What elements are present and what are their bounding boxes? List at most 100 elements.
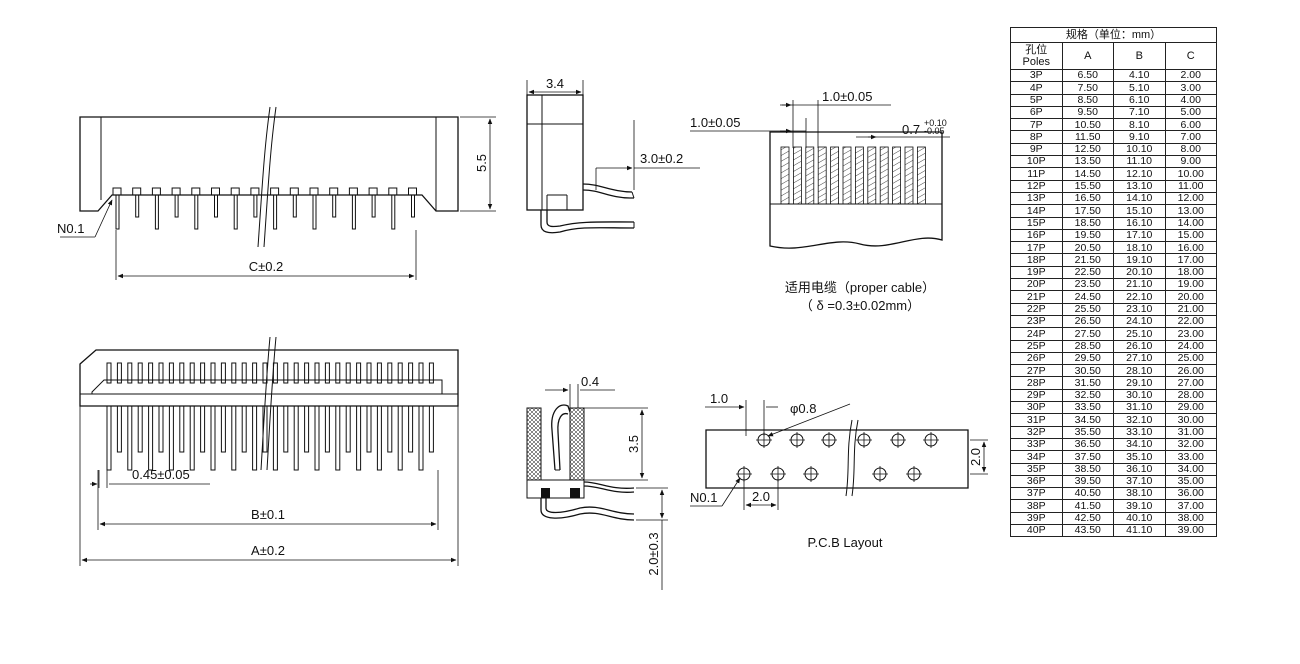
pin-lower [106,405,112,471]
pcb-hole-center [803,466,819,482]
cell-c: 3.00 [1164,81,1217,95]
pin-upper [397,362,403,384]
pin-upper [283,362,289,384]
cell-c: 19.00 [1164,278,1217,292]
pcb-hole-center [789,432,805,448]
cell-b: 19.10 [1113,253,1166,267]
cell-a: 20.50 [1061,241,1114,255]
cell-a: 29.50 [1061,351,1114,366]
pin-contact [191,187,201,196]
pin-lower [283,405,289,453]
cell-c: 34.00 [1164,462,1217,476]
cell-poles: 13P [1010,191,1063,206]
pin-contact [151,187,161,196]
pin-lead [115,195,120,230]
cell-poles: 11P [1010,167,1063,181]
cable-conductor [867,146,877,205]
cell-b: 7.10 [1113,105,1166,120]
pin-upper [335,362,341,384]
cell-c: 39.00 [1164,523,1217,538]
pin-lower [428,405,434,453]
pcb-n01-label: N0.1 [690,490,717,505]
cell-c: 6.00 [1164,118,1217,132]
cell-b: 37.10 [1113,474,1166,489]
cell-c: 2.00 [1164,68,1217,83]
pin-lead [411,195,415,218]
pin-contact [211,187,220,196]
tolerance-upper: +0.10 [924,118,947,128]
pcb-hole-center [890,432,906,448]
cell-poles: 38P [1010,499,1063,513]
pcb-col-spacing-label: 2.0 [752,489,770,504]
pin-lower [189,405,195,471]
pcb-pitch-label: 1.0 [710,391,728,406]
cell-b: 30.10 [1113,388,1166,403]
cell-b: 31.10 [1113,401,1166,415]
cell-a: 38.50 [1061,462,1114,476]
pin-lower [210,405,216,471]
pin-lower [418,405,424,471]
cell-b: 15.10 [1113,204,1166,218]
cell-c: 24.00 [1164,339,1217,353]
top-side-view: 3.4 3.0±0.2 [526,76,700,234]
cell-poles: 18P [1010,253,1063,267]
cell-b: 5.10 [1113,81,1166,95]
cell-b: 10.10 [1113,142,1166,157]
cable-conductor [904,146,914,205]
pin-lower [366,405,372,453]
cell-c: 33.00 [1164,450,1217,464]
pin-lead [214,195,218,218]
cell-poles: 36P [1010,474,1063,489]
cell-poles: 40P [1010,523,1063,538]
col-header-poles: 孔位 Poles [1010,42,1063,70]
cell-c: 9.00 [1164,155,1217,169]
pin-upper [376,362,382,384]
dim-2-0-vertical-label: 2.0±0.3 [646,532,661,575]
cell-a: 19.50 [1061,228,1114,243]
cell-a: 43.50 [1061,523,1114,538]
pin-lower [345,405,351,453]
cell-a: 26.50 [1061,314,1114,329]
cell-poles: 9P [1010,142,1063,157]
cell-poles: 14P [1010,204,1063,218]
cell-a: 27.50 [1061,327,1114,341]
cell-a: 31.50 [1061,376,1114,390]
cell-a: 13.50 [1061,155,1114,169]
n01-label-top: N0.1 [57,221,84,236]
pin-contact [408,187,417,196]
cell-b: 17.10 [1113,228,1166,243]
pin-lower [158,405,164,453]
cell-poles: 21P [1010,290,1063,304]
pcb-hole-center [906,466,922,482]
dim-3-0-label: 3.0±0.2 [640,151,683,166]
cable-caption: 适用电缆（proper cable） [785,280,935,295]
cell-a: 40.50 [1061,487,1114,501]
a-dimension-label: A±0.2 [251,543,285,558]
pin-contact [368,187,378,196]
cell-b: 18.10 [1113,241,1166,255]
cell-b: 12.10 [1113,167,1166,181]
pcb-hole-diameter-label: φ0.8 [790,401,817,416]
cell-poles: 22P [1010,302,1063,316]
cell-poles: 30P [1010,401,1063,415]
pin-lead [292,195,297,218]
c-dimension-label: C±0.2 [249,259,284,274]
technical-drawing: N0.1 C±0.2 5.5 3.4 3.0±0.2 [57,76,988,590]
